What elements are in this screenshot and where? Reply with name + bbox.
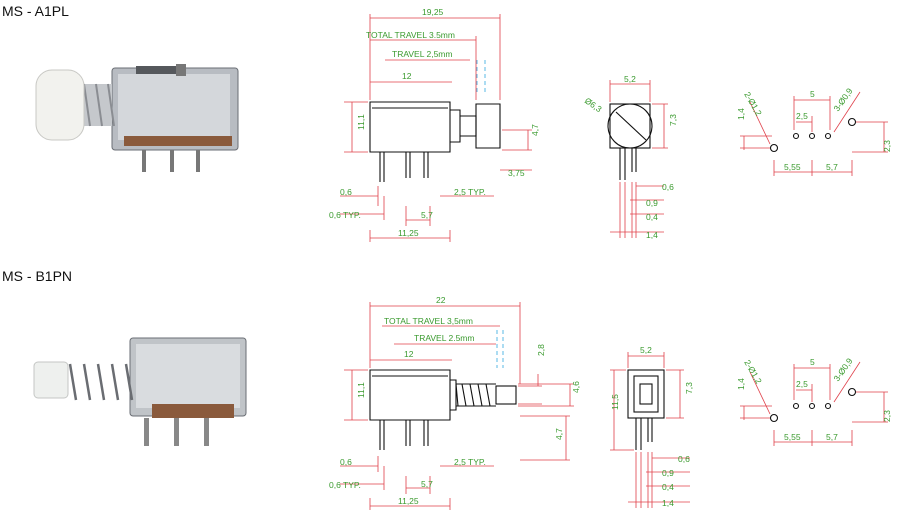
dim-hole-mid-pitch-a1pl: 2,5 <box>796 111 808 121</box>
dim-front-d1-a1pl: 0,6 <box>662 182 674 192</box>
dim-pin-typ-b1pn: 0,6 TYP. <box>329 480 361 490</box>
dim-front-d2-a1pl: 0,9 <box>646 198 658 208</box>
dim-hole-left-off-b1pn: 1,4 <box>736 378 746 390</box>
dim-spring-d-b1pn: 4,6 <box>571 381 581 393</box>
dim-hole-right-off-a1pl: 2,3 <box>882 140 892 152</box>
dim-pin-w-a1pl: 0,6 <box>340 187 352 197</box>
model-title-a1pl: MS - A1PL <box>2 3 69 19</box>
dim-hole-right-b1pn: 3-Ø0,9 <box>831 356 854 383</box>
photo-a1pl <box>35 64 239 172</box>
dim-travel-b1pn: TRAVEL 2.5mm <box>414 333 474 343</box>
dim-base-a1pl: 11,25 <box>398 228 419 238</box>
dim-body-len-a1pl: 12 <box>402 71 412 81</box>
dim-overall-a1pl: 19,25 <box>422 7 444 17</box>
dim-travel-a1pl: TRAVEL 2,5mm <box>392 49 452 59</box>
dim-front-d3-b1pn: 0,4 <box>662 482 674 492</box>
dim-cap-h-a1pl: 4,7 <box>530 124 540 136</box>
dim-total-travel-a1pl: TOTAL TRAVEL 3.5mm <box>366 30 455 40</box>
front-view-a1pl <box>607 80 668 238</box>
dim-total-travel-b1pn: TOTAL TRAVEL 3,5mm <box>384 316 473 326</box>
dim-hole-right-a1pl: 3-Ø0,9 <box>831 86 854 113</box>
dim-hole-top-pitch-a1pl: 5 <box>810 89 815 99</box>
dim-hole-bottom-left-b1pn: 5,55 <box>784 432 801 442</box>
dim-front-d1-b1pn: 0,6 <box>678 454 690 464</box>
dim-hole-bottom-right-a1pl: 5,7 <box>826 162 838 172</box>
dim-front-d4-b1pn: 1,4 <box>662 498 674 508</box>
dim-hole-right-off-b1pn: 2,3 <box>882 410 892 422</box>
dim-height-a1pl: 11,1 <box>356 114 366 130</box>
dim-hole-bottom-left-a1pl: 5,55 <box>784 162 801 172</box>
model-title-b1pn: MS - B1PN <box>2 268 73 284</box>
side-view-b1pn <box>340 302 574 510</box>
side-view-a1pl <box>340 14 532 242</box>
dim-hole-top-pitch-b1pn: 5 <box>810 357 815 367</box>
front-view-b1pn <box>610 352 690 508</box>
dim-front-height-total-b1pn: 11,5 <box>610 394 620 410</box>
dim-hole-mid-pitch-b1pn: 2,5 <box>796 379 808 389</box>
dim-body-len-b1pn: 12 <box>404 349 414 359</box>
dim-base-b1pn: 11,25 <box>398 496 419 506</box>
dim-plunger-d-b1pn: 2,8 <box>536 344 546 356</box>
dim-pitch-typ-a1pl: 2,5 TYP. <box>454 187 486 197</box>
dim-hole-bottom-right-b1pn: 5,7 <box>826 432 838 442</box>
dim-front-d2-b1pn: 0,9 <box>662 468 674 478</box>
dim-pin-span-b1pn: 5,7 <box>421 479 433 489</box>
hole-layout-a1pl <box>740 91 888 176</box>
dim-front-height-a1pl: 7,3 <box>668 114 678 126</box>
dim-lower-b1pn: 4,7 <box>554 428 564 440</box>
dim-pin-span-a1pl: 5,7 <box>421 210 433 220</box>
dim-front-diam-a1pl: Ø6,3 <box>583 95 604 114</box>
dim-height-b1pn: 11,1 <box>356 382 366 398</box>
dim-front-d4-a1pl: 1,4 <box>646 230 658 240</box>
dim-front-d3-a1pl: 0,4 <box>646 212 658 222</box>
dim-hole-left-off-a1pl: 1,4 <box>736 108 746 120</box>
dim-overall-b1pn: 22 <box>436 295 446 305</box>
dim-front-width-b1pn: 5,2 <box>640 345 652 355</box>
dim-pitch-typ-b1pn: 2,5 TYP. <box>454 457 486 467</box>
dim-front-width-a1pl: 5,2 <box>624 74 636 84</box>
dim-front-height-b1pn: 7,3 <box>684 382 694 394</box>
dim-pin-w-b1pn: 0,6 <box>340 457 352 467</box>
hole-layout-b1pn <box>740 361 888 446</box>
photo-b1pn <box>33 337 247 446</box>
dim-pin-typ-a1pl: 0,6 TYP. <box>329 210 361 220</box>
dim-cap-off-a1pl: 3,75 <box>508 168 525 178</box>
